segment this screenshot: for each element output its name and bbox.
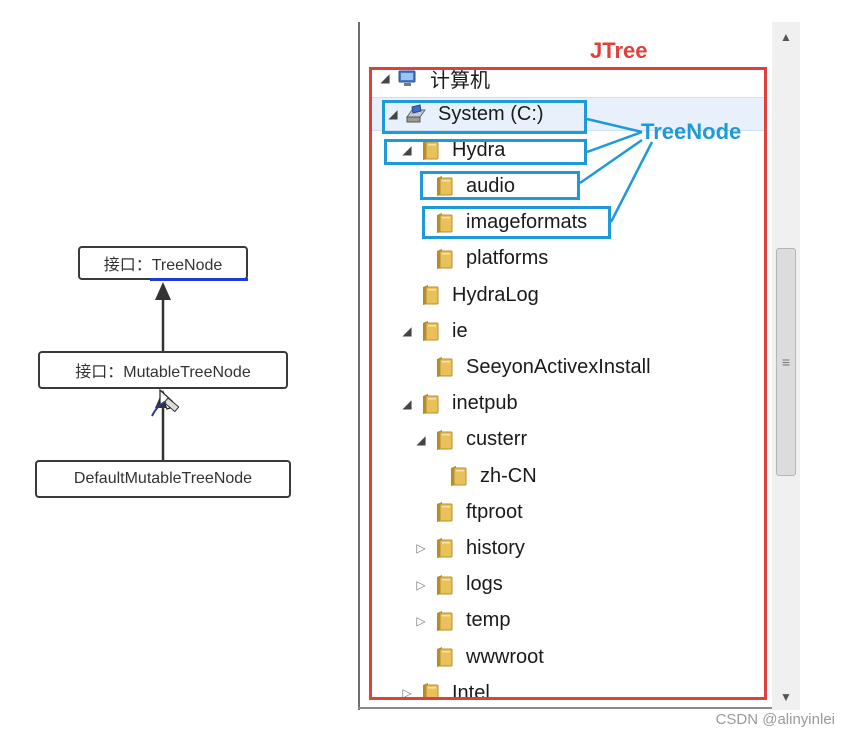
tree-label: Hydra bbox=[452, 138, 506, 161]
tree-row[interactable]: zh-CN bbox=[372, 459, 764, 493]
highlight-audio bbox=[420, 171, 580, 200]
highlight-imageformats bbox=[422, 206, 611, 239]
scroll-up-arrow-icon[interactable]: ▲ bbox=[780, 30, 792, 44]
folder-icon bbox=[437, 610, 453, 631]
tree-row[interactable]: ◢ custerr bbox=[372, 423, 764, 457]
expanded-arrow-icon[interactable]: ◢ bbox=[388, 107, 398, 121]
folder-icon bbox=[423, 140, 439, 161]
uml-treenode-label: 接口：TreeNode bbox=[103, 257, 223, 274]
computer-icon bbox=[398, 70, 416, 86]
tree-label: ftproot bbox=[466, 500, 523, 523]
folder-icon bbox=[423, 683, 439, 697]
expanded-arrow-icon[interactable]: ◢ bbox=[416, 432, 426, 447]
expanded-arrow-icon[interactable]: ◢ bbox=[402, 396, 412, 411]
uml-interface-treenode: 接口：TreeNode bbox=[78, 246, 248, 280]
highlight-system bbox=[382, 100, 587, 134]
collapsed-arrow-icon[interactable]: ▷ bbox=[416, 613, 426, 628]
tree-row[interactable]: HydraLog bbox=[372, 278, 764, 312]
tree-row[interactable]: ◢ ie bbox=[372, 314, 764, 348]
tree-label: zh-CN bbox=[480, 464, 537, 487]
watermark: CSDN @alinyinlei bbox=[715, 711, 835, 728]
tree-label: audio bbox=[466, 174, 515, 197]
expanded-arrow-icon[interactable]: ◢ bbox=[402, 324, 412, 339]
folder-icon bbox=[423, 285, 439, 305]
folder-icon bbox=[423, 321, 439, 342]
folder-icon bbox=[437, 429, 453, 450]
collapsed-arrow-icon[interactable]: ▷ bbox=[416, 577, 426, 592]
tree-label: logs bbox=[466, 573, 503, 596]
tree-label: inetpub bbox=[452, 392, 518, 415]
tree-row[interactable]: ▷ logs bbox=[372, 568, 764, 602]
treenode-annotation: TreeNode bbox=[641, 119, 742, 144]
folder-icon bbox=[451, 466, 467, 486]
tree-label: wwwroot bbox=[466, 645, 544, 668]
tree-panel bbox=[358, 22, 800, 710]
tree-row[interactable]: wwwroot bbox=[372, 640, 764, 674]
folder-icon bbox=[437, 357, 453, 378]
tree-row[interactable]: ▷ history bbox=[372, 531, 764, 565]
expanded-arrow-icon[interactable]: ◢ bbox=[402, 143, 412, 158]
tree-row[interactable]: imageformats bbox=[372, 206, 764, 240]
folder-icon bbox=[437, 502, 453, 523]
jtree-view: ◢ 计算机 ◢ System (C:) ◢ Hydra audio imageformat… bbox=[372, 70, 764, 697]
folder-icon bbox=[423, 393, 439, 414]
tree-label: ie bbox=[452, 319, 468, 342]
uml-default-label: DefaultMutableTreeNode bbox=[73, 470, 253, 487]
scroll-thumb[interactable]: ≡ bbox=[776, 248, 796, 476]
tree-label: platforms bbox=[466, 247, 549, 270]
drive-icon bbox=[406, 104, 426, 123]
folder-icon bbox=[437, 574, 453, 595]
collapsed-arrow-icon[interactable]: ▷ bbox=[402, 686, 412, 697]
annotation-underline bbox=[150, 278, 248, 281]
tree-row[interactable]: ◢ inetpub bbox=[372, 387, 764, 421]
expanded-arrow-icon[interactable]: ◢ bbox=[380, 71, 390, 85]
uml-interface-mutabletreenode: 接口：MutableTreeNode bbox=[38, 351, 288, 389]
tree-row[interactable]: platforms bbox=[372, 242, 764, 276]
uml-mutable-label: 接口：MutableTreeNode bbox=[75, 364, 251, 381]
tree-row[interactable]: SeeyonActivexInstall bbox=[372, 350, 764, 384]
jtree-frame bbox=[369, 67, 767, 700]
tree-row[interactable]: ftproot bbox=[372, 495, 764, 529]
highlight-hydra bbox=[384, 139, 587, 165]
tree-label: imageformats bbox=[466, 211, 588, 234]
scroll-down-arrow-icon[interactable]: ▼ bbox=[780, 690, 792, 704]
tree-label: history bbox=[466, 536, 525, 559]
tree-label: temp bbox=[466, 609, 511, 632]
folder-icon bbox=[437, 647, 453, 667]
folder-icon bbox=[437, 538, 453, 559]
tree-label: HydraLog bbox=[452, 283, 539, 306]
tree-row[interactable]: ▷ Intel bbox=[372, 676, 764, 697]
tree-label: System (C:) bbox=[438, 102, 544, 125]
jtree-annotation: JTree bbox=[590, 38, 648, 63]
tree-label: Intel bbox=[452, 681, 490, 697]
folder-icon bbox=[437, 176, 453, 197]
panel-bottom-border bbox=[358, 707, 776, 709]
tree-row-root[interactable]: ◢ 计算机 bbox=[372, 70, 764, 95]
folder-icon bbox=[437, 248, 453, 269]
tree-row[interactable]: audio bbox=[372, 169, 764, 203]
folder-icon bbox=[437, 212, 453, 233]
tree-label-root: 计算机 bbox=[430, 70, 490, 92]
collapsed-arrow-icon[interactable]: ▷ bbox=[416, 541, 426, 556]
tree-row[interactable]: ◢ Hydra bbox=[372, 133, 764, 167]
uml-class-defaultmutabletreenode: DefaultMutableTreeNode bbox=[35, 460, 291, 498]
tree-label: SeeyonActivexInstall bbox=[466, 355, 651, 378]
tree-label: custerr bbox=[466, 428, 528, 451]
uml-arrows bbox=[151, 282, 180, 460]
tree-row[interactable]: ▷ temp bbox=[372, 604, 764, 638]
